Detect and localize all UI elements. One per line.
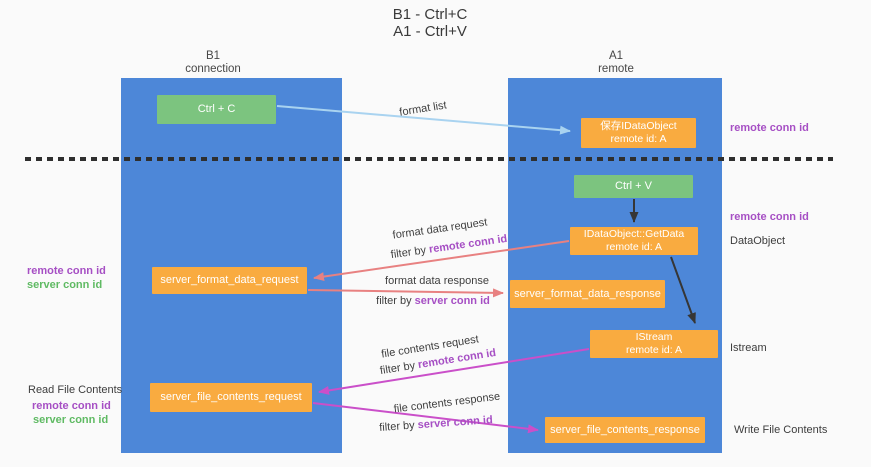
node-istream: IStream remote id: A [590, 330, 718, 358]
node-idataobject-getdata: IDataObject::GetData remote id: A [570, 227, 698, 255]
annotation-remote-conn-id-mid: remote conn id [730, 211, 809, 223]
node-server-format-data-request: server_format_data_request [152, 267, 307, 294]
annotation-left-server-conn-id-1: server conn id [27, 279, 103, 291]
lifeline-header-a1: A1 remote [546, 50, 686, 76]
node-getdata-line2: remote id: A [605, 241, 663, 253]
node-istream-line2: remote id: A [625, 344, 683, 356]
lifeline-b1-role: connection [185, 63, 241, 75]
diagram-title: B1 - Ctrl+C A1 - Ctrl+V [0, 6, 860, 40]
arrow-format-list [276, 105, 571, 135]
arrow-getdata-to-istream [670, 256, 696, 324]
node-save-dataobject: 保存IDataObject remote id: A [581, 118, 696, 148]
arrow-file-contents-response [312, 402, 539, 434]
node-server-file-contents-response-label: server_file_contents_response [550, 423, 700, 436]
node-getdata-line1: IDataObject::GetData [583, 228, 685, 240]
arrow-format-data-response [307, 288, 504, 298]
arrow-file-contents-request [318, 348, 590, 395]
node-server-format-data-request-label: server_format_data_request [160, 274, 299, 286]
node-server-file-contents-request-label: server_file_contents_request [160, 391, 302, 403]
node-server-file-contents-response: server_file_contents_response [545, 417, 705, 443]
lifeline-a1-role: remote [598, 63, 634, 75]
node-save-dataobject-line1: 保存IDataObject [600, 120, 677, 132]
node-ctrl-c: Ctrl + C [157, 95, 276, 124]
annotation-left-server-conn-id-2: server conn id [33, 414, 109, 426]
title-line-1: B1 - Ctrl+C [392, 6, 468, 23]
title-line-2: A1 - Ctrl+V [393, 23, 467, 40]
annotation-write-file-contents: Write File Contents [734, 424, 828, 436]
node-server-format-data-response: server_format_data_response [510, 280, 665, 308]
server-conn-id-keyword: server conn id [414, 295, 490, 307]
edge-label-filter-by-server-1: filter by server conn id [376, 295, 490, 307]
annotation-read-file-contents: Read File Contents [28, 384, 123, 396]
node-ctrl-v: Ctrl + V [574, 175, 693, 198]
annotation-istream: Istream [730, 342, 767, 354]
node-server-file-contents-request: server_file_contents_request [150, 383, 312, 412]
filter-by-text: filter by [376, 295, 415, 307]
annotation-remote-conn-id-top: remote conn id [730, 122, 809, 134]
lifeline-b1-name: B1 [205, 50, 221, 62]
annotation-dataobject: DataObject [730, 235, 786, 247]
node-istream-line1: IStream [635, 331, 673, 343]
arrow-format-data-request [313, 240, 570, 282]
lifeline-header-b1: B1 connection [143, 50, 283, 76]
node-ctrl-v-label: Ctrl + V [615, 180, 652, 192]
edge-label-format-data-response: format data response [385, 275, 489, 287]
lifeline-a1-name: A1 [608, 50, 624, 62]
node-ctrl-c-label: Ctrl + C [197, 103, 236, 115]
node-server-format-data-response-label: server_format_data_response [514, 287, 661, 300]
annotation-left-remote-conn-id-1: remote conn id [27, 265, 106, 277]
annotation-left-remote-conn-id-2: remote conn id [32, 400, 111, 412]
node-save-dataobject-line2: remote id: A [610, 133, 667, 145]
